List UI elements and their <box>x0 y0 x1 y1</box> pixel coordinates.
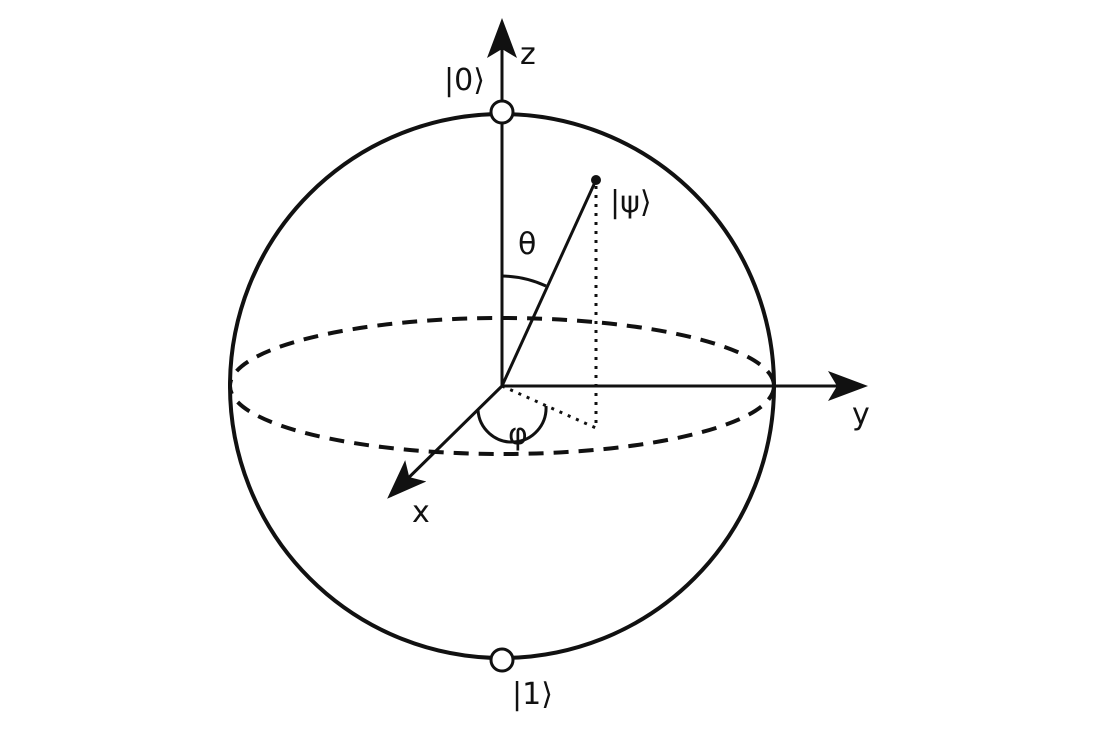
y-axis-label: y <box>852 397 870 432</box>
ket-zero-label: |0⟩ <box>444 63 485 98</box>
ket-one-label: |1⟩ <box>512 677 553 712</box>
north-pole-marker <box>489 99 515 125</box>
x-axis-label: x <box>412 495 430 530</box>
theta-label: θ <box>518 227 536 262</box>
theta-arc <box>501 274 547 288</box>
south-pole-marker <box>489 647 515 673</box>
z-axis-label: z <box>520 37 536 72</box>
state-point <box>591 175 601 185</box>
phi-label: φ <box>508 417 528 452</box>
x-axis <box>387 384 504 499</box>
state-vector <box>500 179 598 387</box>
phi-arc <box>476 405 548 444</box>
ket-psi-label: |ψ⟩ <box>610 185 652 220</box>
